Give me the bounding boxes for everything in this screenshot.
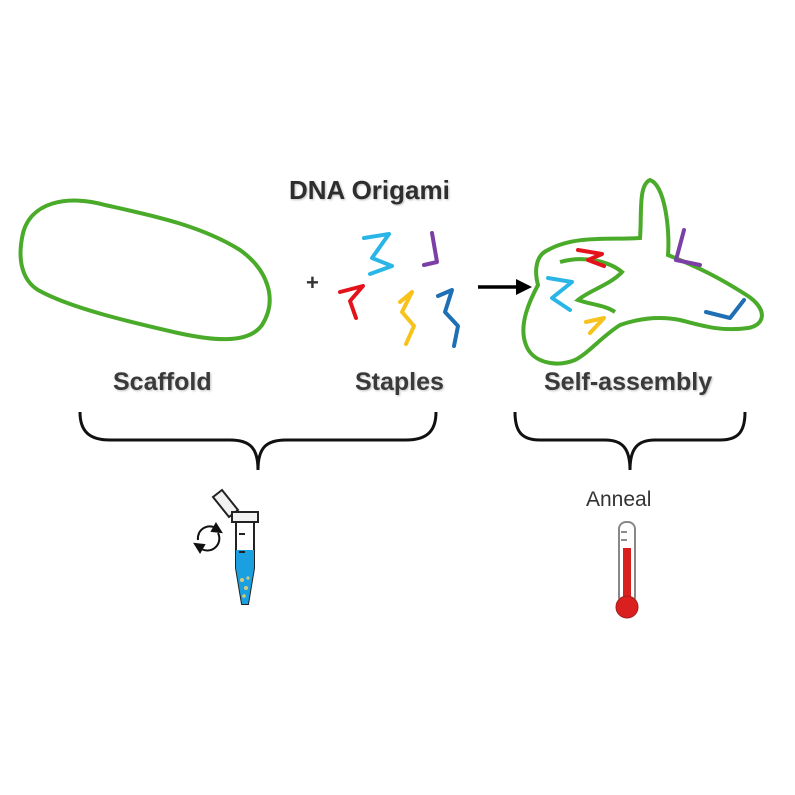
thermometer-icon [615,521,639,619]
bound-staple-cyan [546,276,574,312]
brace-mix [78,411,438,471]
plus-sign: + [306,270,319,295]
anneal-label: Anneal [586,488,652,511]
staple-purple [422,231,439,267]
staple-blue [436,288,460,348]
scaffold-label: Scaffold [113,368,212,396]
scaffold-loop [18,198,272,342]
staple-red [338,284,365,320]
staple-yellow [398,290,416,346]
assembled-staples [546,228,746,335]
brace-anneal [513,411,747,471]
bound-staple-purple [674,228,702,267]
staples-group [338,231,460,348]
bound-staple-red [576,248,606,268]
circular-arrows-icon [193,522,223,554]
microcentrifuge-tube-icon [211,488,259,605]
staples-label: Staples [355,368,444,396]
assembled-scaffold [521,177,764,366]
self-assembly-label: Self-assembly [544,368,713,396]
bound-staple-blue [704,298,746,320]
reaction-arrow-head [516,279,532,295]
diagram-title: DNA Origami [289,175,450,205]
staple-cyan [362,232,394,276]
bound-staple-yellow [584,316,606,335]
